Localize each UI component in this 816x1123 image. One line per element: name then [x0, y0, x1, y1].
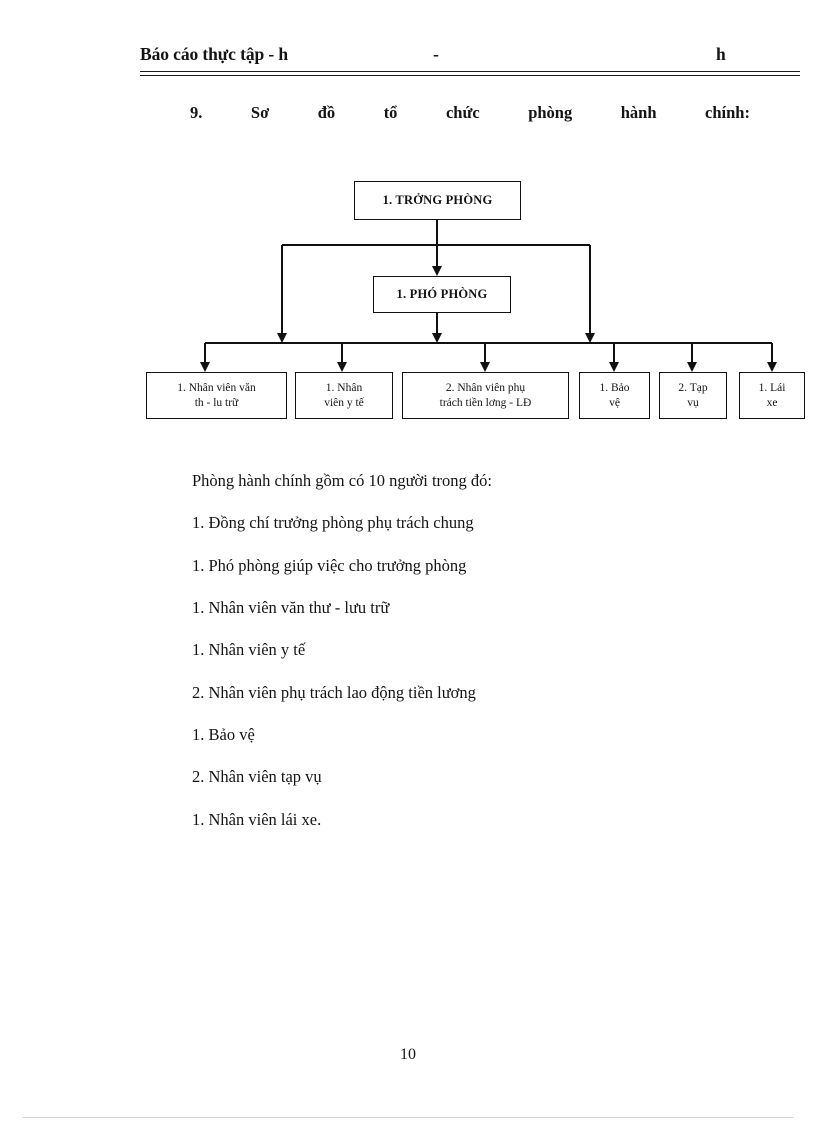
header-divider: [140, 71, 800, 76]
body-item-1: 1. Đồng chí trưởng phòng phụ trách chung: [192, 513, 474, 533]
org-node-security: 1. Bảo vệ: [579, 372, 650, 419]
org-node-director: 1. TRỞNG PHÒNG: [354, 181, 521, 220]
org-node-deputy-label: 1. PHÓ PHÒNG: [396, 286, 488, 301]
org-node-driver-line1: 1. Lái: [758, 382, 786, 395]
org-node-deputy: 1. PHÓ PHÒNG: [373, 276, 511, 313]
org-node-janitorial: 2. Tạp vụ: [659, 372, 727, 419]
body-item-5: 2. Nhân viên phụ trách lao động tiền lươ…: [192, 682, 476, 702]
body-item-4: 1. Nhân viên y tế: [192, 640, 306, 660]
org-node-driver-text: 1. Lái xe: [759, 381, 786, 409]
body-text: Phòng hành chính gồm có 10 người trong đ…: [192, 472, 752, 853]
org-node-payroll: 2. Nhân viên phụ trách tiền lơng - LĐ: [402, 372, 569, 419]
section-word-6: hành: [620, 103, 657, 122]
section-word-5: phòng: [528, 103, 573, 122]
section-word-1: Sơ: [250, 103, 270, 122]
org-node-medical-line2: viên y tế: [324, 396, 364, 409]
org-node-clerical-line1: 1. Nhân viên văn: [177, 382, 256, 395]
org-node-clerical-text: 1. Nhân viên văn th - lu trữ: [177, 381, 256, 409]
footer-divider: [22, 1117, 794, 1118]
page-header: Báo cáo thực tập - h - h: [140, 44, 800, 70]
org-node-driver-line2: xe: [766, 396, 778, 409]
org-node-medical: 1. Nhân viên y tế: [295, 372, 393, 419]
org-node-clerical: 1. Nhân viên văn th - lu trữ: [146, 372, 287, 419]
org-node-driver: 1. Lái xe: [739, 372, 805, 419]
section-title: 9. Sơ đồ tổ chức phòng hành chính:: [190, 103, 750, 123]
section-word-7: chính:: [705, 103, 750, 122]
org-node-payroll-line2: trách tiền lơng - LĐ: [439, 396, 532, 409]
org-node-medical-line1: 1. Nhân: [325, 382, 363, 395]
header-right-text: h: [716, 44, 726, 64]
org-node-payroll-line1: 2. Nhân viên phụ: [445, 382, 526, 395]
org-node-clerical-line2: th - lu trữ: [194, 396, 239, 409]
org-node-janitorial-text: 2. Tạp vụ: [678, 381, 707, 409]
header-left-text: Báo cáo thực tập - h: [140, 44, 289, 64]
org-node-payroll-text: 2. Nhân viên phụ trách tiền lơng - LĐ: [440, 381, 532, 409]
header-middle-text: -: [433, 44, 439, 64]
org-node-security-line2: vệ: [609, 396, 620, 409]
body-item-6: 1. Bảo vệ: [192, 724, 255, 744]
page-number: 10: [400, 1046, 416, 1063]
org-node-janitorial-line2: vụ: [687, 396, 699, 409]
org-node-medical-text: 1. Nhân viên y tế: [324, 381, 364, 409]
body-intro: Phòng hành chính gồm có 10 người trong đ…: [192, 471, 492, 490]
body-item-3: 1. Nhân viên văn thư - lưu trữ: [192, 597, 390, 617]
org-node-security-text: 1. Bảo vệ: [599, 381, 629, 409]
body-item-7: 2. Nhân viên tạp vụ: [192, 767, 322, 787]
section-word-3: tổ: [383, 103, 398, 122]
section-number: 9.: [190, 103, 203, 122]
section-word-4: chức: [445, 103, 480, 122]
body-item-2: 1. Phó phòng giúp việc cho trưởng phòng: [192, 555, 467, 575]
org-node-security-line1: 1. Bảo: [599, 382, 630, 395]
body-item-8: 1. Nhân viên lái xe.: [192, 809, 322, 829]
section-word-2: đồ: [317, 103, 336, 122]
org-node-director-label: 1. TRỞNG PHÒNG: [382, 192, 493, 207]
org-node-janitorial-line1: 2. Tạp: [678, 382, 708, 395]
